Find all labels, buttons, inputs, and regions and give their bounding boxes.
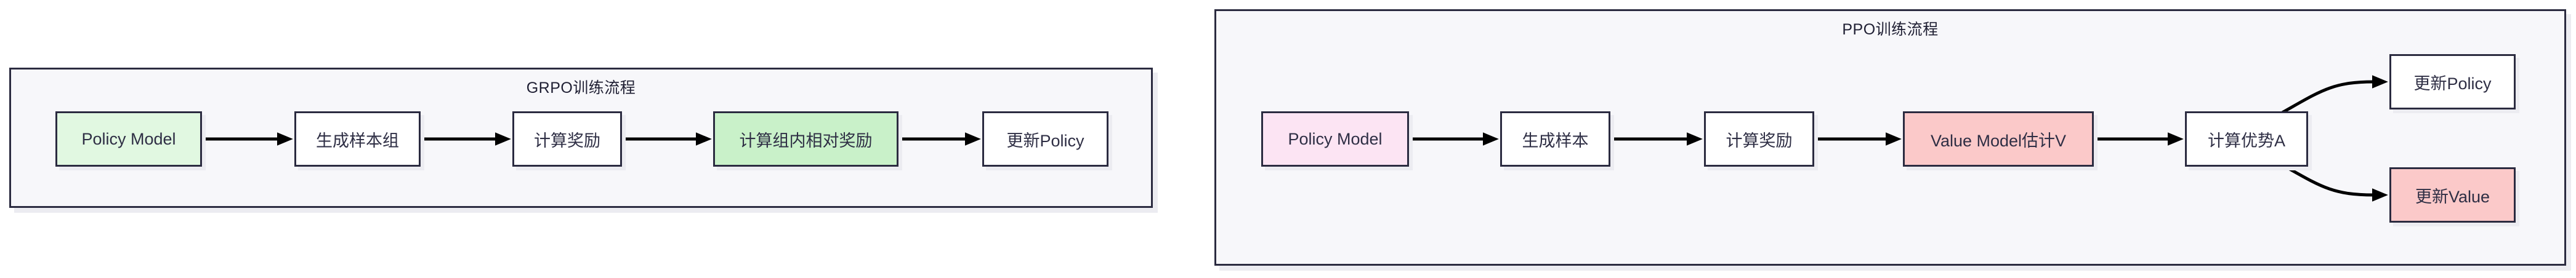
node-label: Value Model估计V <box>1930 131 2067 150</box>
node-label: Policy Model <box>1288 129 1383 148</box>
node-grpo-compute-reward: 计算奖励 <box>512 111 622 167</box>
node-label: 计算奖励 <box>534 131 600 150</box>
node-grpo-update-policy: 更新Policy <box>982 111 1108 167</box>
node-ppo-compute-reward: 计算奖励 <box>1704 111 1814 167</box>
node-label: 计算奖励 <box>1726 131 1793 150</box>
ppo-flow-title: PPO训练流程 <box>1842 21 1939 38</box>
node-label: 计算优势A <box>2207 131 2285 150</box>
node-ppo-generate-sample: 生成样本 <box>1500 111 1610 167</box>
node-label: 更新Policy <box>1006 131 1084 150</box>
node-label: 更新Policy <box>2413 74 2492 93</box>
node-ppo-update-value: 更新Value <box>2389 167 2516 223</box>
node-ppo-compute-advantage-a: 计算优势A <box>2185 111 2308 167</box>
node-grpo-policy-model: Policy Model <box>55 111 202 167</box>
node-grpo-generate-sample-group: 生成样本组 <box>294 111 421 167</box>
node-label: 生成样本组 <box>316 131 399 150</box>
node-grpo-compute-group-relative-reward: 计算组内相对奖励 <box>713 111 898 167</box>
node-ppo-policy-model: Policy Model <box>1261 111 1409 167</box>
node-label: 计算组内相对奖励 <box>739 131 873 150</box>
node-label: Policy Model <box>81 129 176 148</box>
ppo-flow-container: PPO训练流程 <box>1214 9 2566 266</box>
node-ppo-value-model-estimate-v: Value Model估计V <box>1903 111 2094 167</box>
node-label: 更新Value <box>2415 187 2490 206</box>
grpo-flow-title: GRPO训练流程 <box>526 79 636 97</box>
node-ppo-update-policy: 更新Policy <box>2389 54 2516 109</box>
node-label: 生成样本 <box>1522 131 1589 150</box>
